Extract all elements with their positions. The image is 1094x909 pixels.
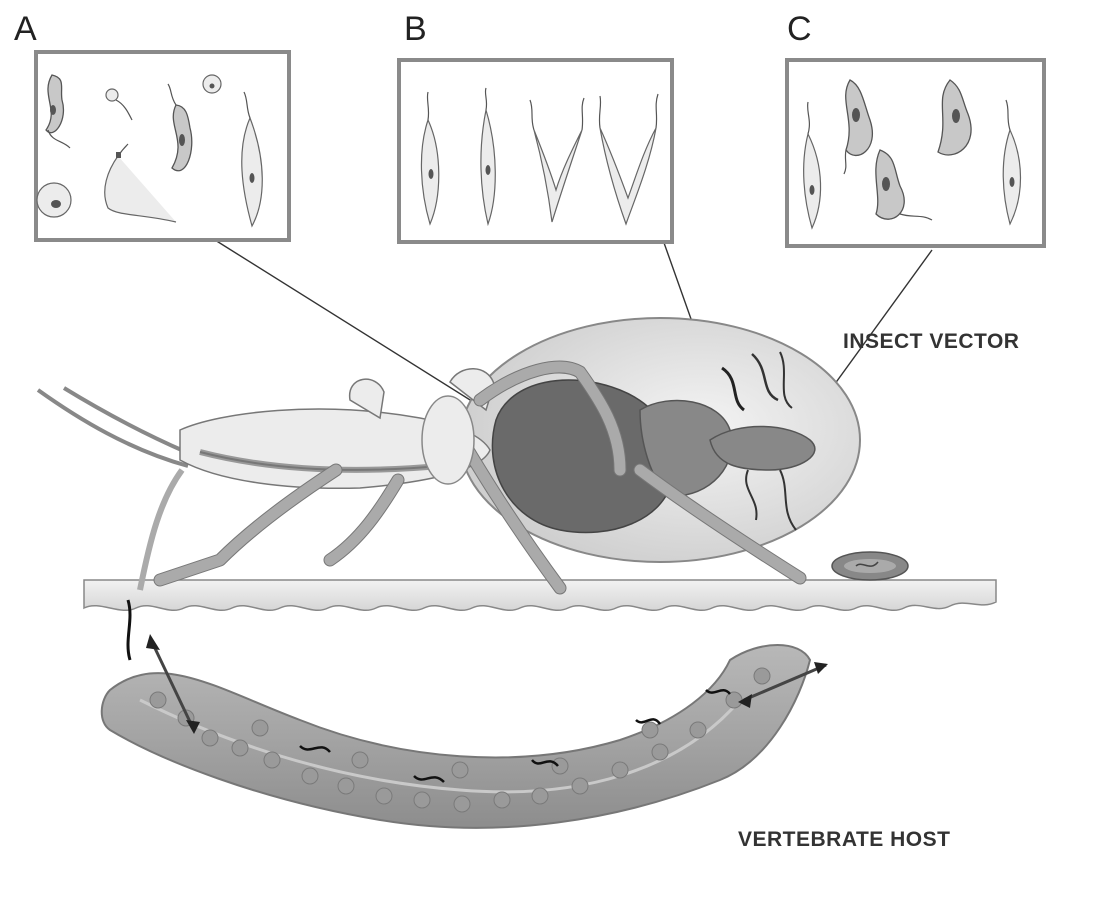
feces-pellet: [832, 552, 908, 580]
panel-a-box: [36, 52, 289, 240]
vertebrate-host-label: VERTEBRATE HOST: [738, 828, 950, 851]
panel-letter-a: A: [14, 10, 37, 48]
blood-vessel: [102, 645, 810, 828]
panel-letter-c: C: [787, 10, 812, 48]
panel-letter-b: B: [404, 10, 427, 48]
panel-b-box: [399, 60, 672, 242]
ground-surface: [84, 580, 996, 610]
parasite-cell: [203, 75, 221, 93]
insect-vector-label: INSECT VECTOR: [843, 330, 1019, 353]
panel-c-box: [787, 60, 1044, 246]
parasite-cell: [37, 183, 71, 217]
